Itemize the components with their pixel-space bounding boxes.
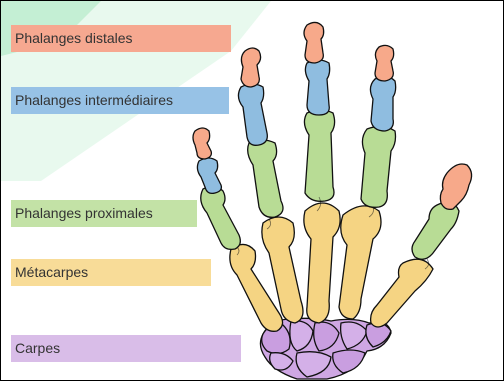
metacarpal-bones [230,203,433,331]
